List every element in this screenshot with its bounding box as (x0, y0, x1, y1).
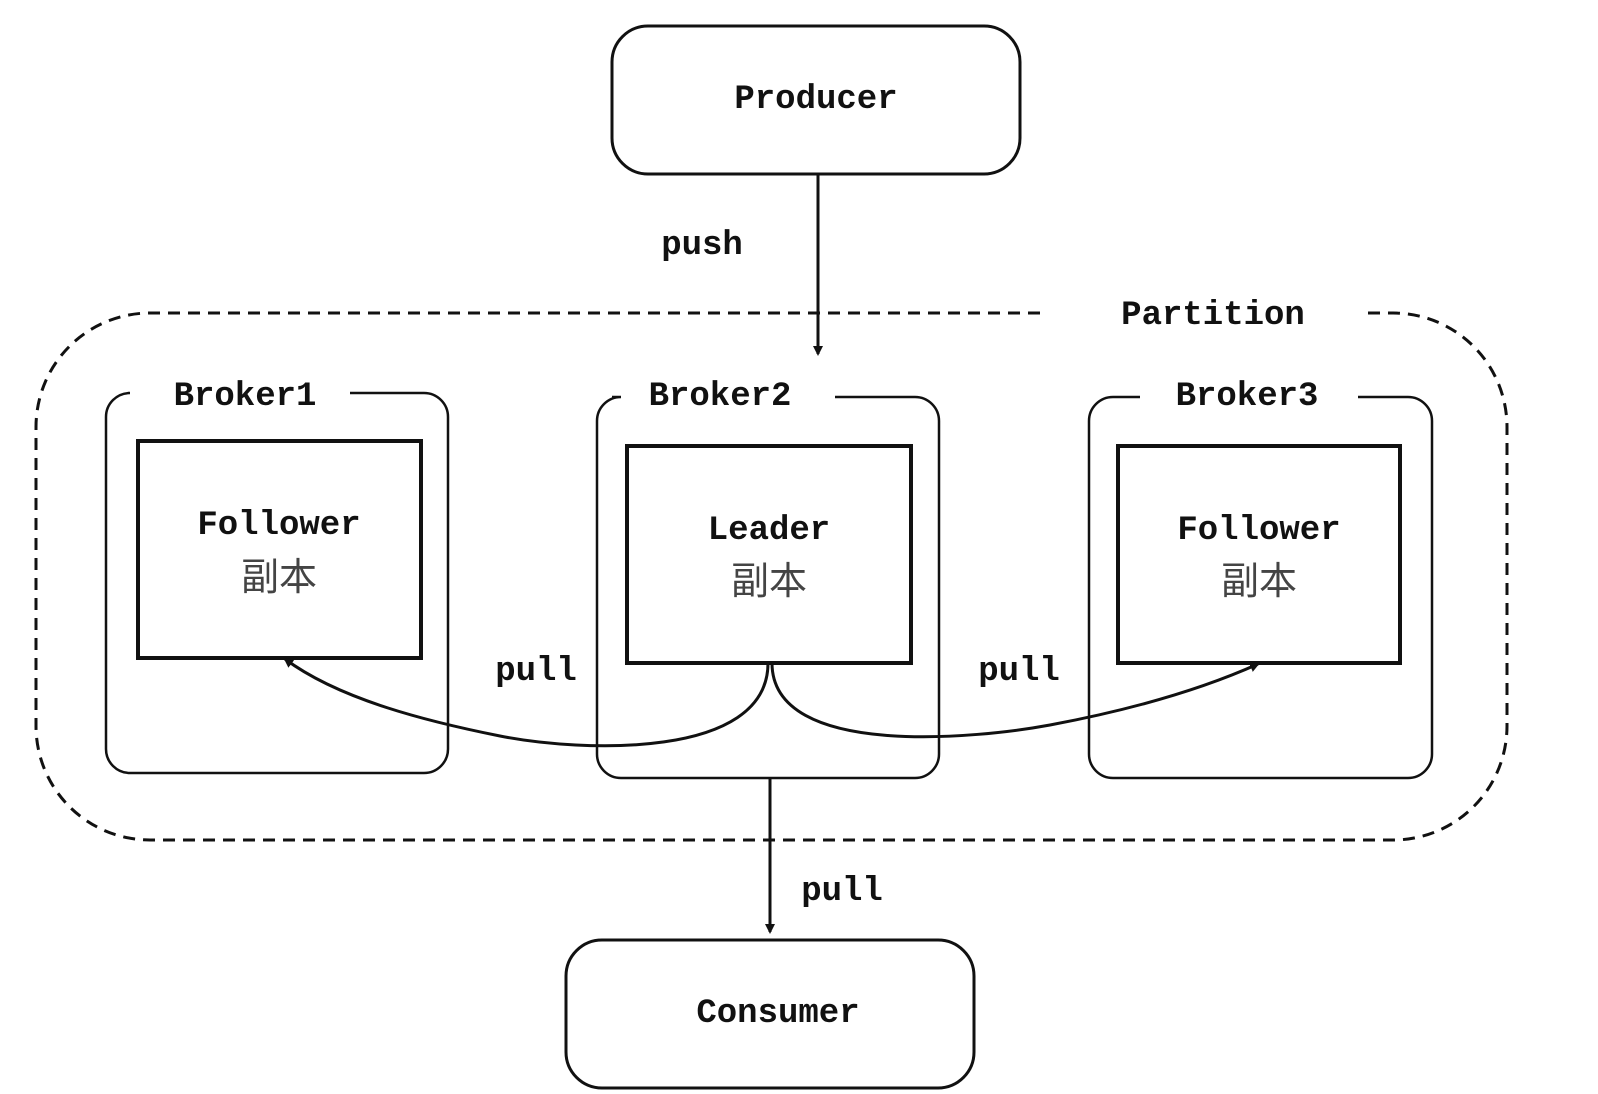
pull-arrow-to-follower3 (770, 662, 1260, 739)
partition-label: Partition (1121, 297, 1305, 335)
follower1-replica-box (136, 439, 423, 660)
pull-label-follower3: pull (978, 653, 1060, 691)
follower1-replica-label: 副本 (241, 555, 317, 599)
broker3: Broker3 Follower 副本 (1087, 378, 1434, 780)
broker2-label: Broker2 (649, 378, 792, 416)
leader-role: Leader (708, 512, 830, 550)
follower1-role: Follower (197, 507, 360, 545)
broker2-frame (595, 395, 941, 780)
broker2: Broker2 Leader 副本 (595, 378, 941, 780)
leader-replica-label: 副本 (731, 559, 807, 603)
leader-replica-box (625, 444, 913, 665)
consumer-box (564, 938, 976, 1090)
push-label: push (661, 227, 743, 265)
pull-label-consumer: pull (801, 873, 883, 911)
follower3-replica-label: 副本 (1221, 559, 1297, 603)
broker3-label: Broker3 (1176, 378, 1319, 416)
broker1: Broker1 Follower 副本 (104, 378, 450, 775)
broker1-frame (104, 391, 450, 775)
broker1-label: Broker1 (174, 378, 317, 416)
consumer-node: Consumer (564, 938, 976, 1090)
consumer-label: Consumer (696, 995, 859, 1033)
follower3-role: Follower (1177, 512, 1340, 550)
pull-arrow-to-follower1 (283, 657, 770, 748)
broker3-frame (1087, 395, 1434, 780)
producer-label: Producer (734, 81, 897, 119)
pull-label-follower1: pull (495, 653, 577, 691)
producer-box (610, 24, 1022, 176)
follower3-replica-box (1116, 444, 1402, 665)
producer-node: Producer (610, 24, 1022, 176)
